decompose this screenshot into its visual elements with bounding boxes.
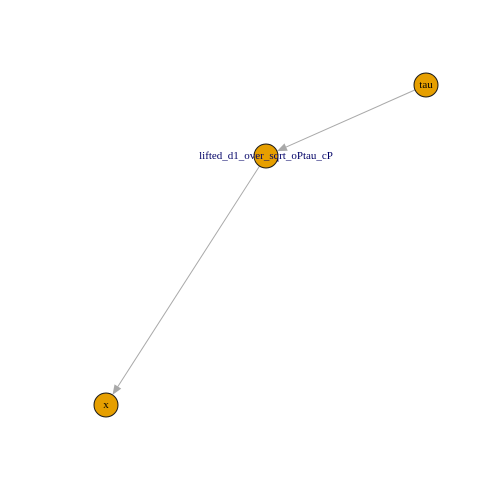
node-tau-label: tau [419, 79, 433, 91]
edge-tau-to-lifted [285, 89, 416, 148]
node-x[interactable]: x [93, 392, 119, 418]
nodes-layer: tau lifted_d1_over_sqrt_oPtau_cP x [93, 72, 439, 418]
arrowhead-tau-to-lifted [276, 143, 288, 152]
node-lifted[interactable]: lifted_d1_over_sqrt_oPtau_cP [199, 143, 333, 169]
node-lifted-circle[interactable] [253, 143, 279, 169]
edge-lifted-to-x [117, 165, 260, 387]
edges-layer [112, 89, 416, 395]
node-tau-circle[interactable] [413, 72, 439, 98]
node-x-label: x [103, 399, 109, 411]
node-lifted-label: lifted_d1_over_sqrt_oPtau_cP [199, 150, 333, 162]
arrowhead-lifted-to-x [112, 384, 122, 395]
node-x-circle[interactable] [93, 392, 119, 418]
node-tau[interactable]: tau [413, 72, 439, 98]
